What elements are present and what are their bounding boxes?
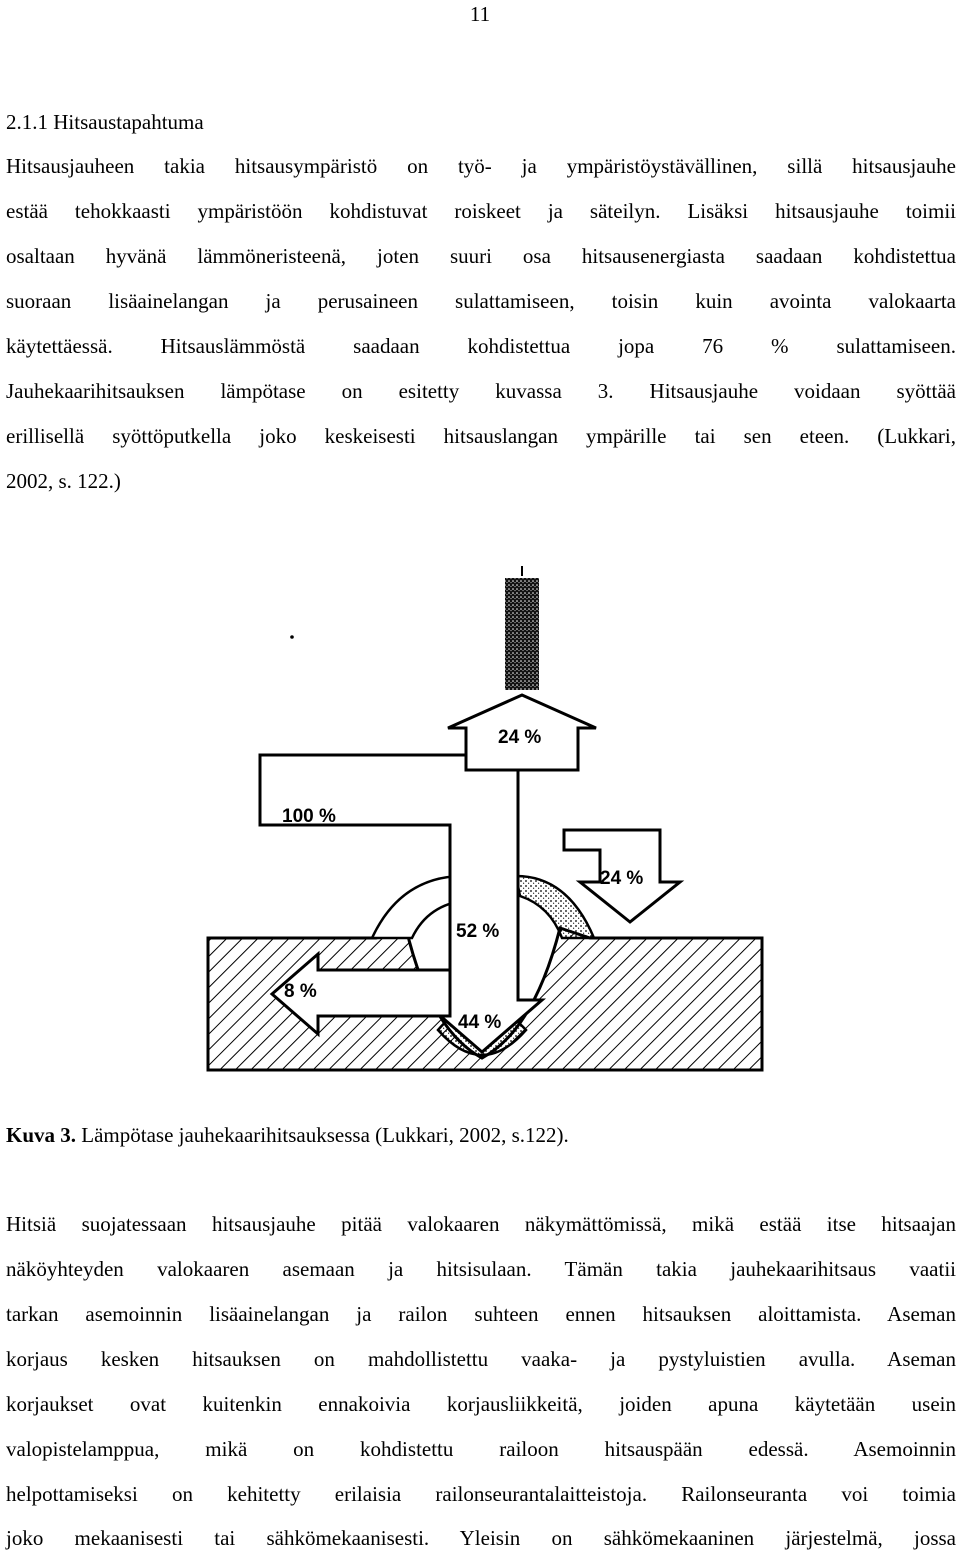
paragraph-line: valopistelamppua, mikä on kohdistettu ra… <box>6 1437 956 1461</box>
paragraph-line: Hitsiä suojatessaan hitsausjauhe pitää v… <box>6 1212 956 1236</box>
paragraph-line: helpottamiseksi on kehitetty erilaisia r… <box>6 1482 956 1506</box>
paragraph-line: joko mekaanisesti tai sähkömekaanisesti.… <box>6 1526 956 1550</box>
section-heading: 2.1.1 Hitsaustapahtuma <box>6 110 204 134</box>
label-8: 8 % <box>284 981 317 1002</box>
label-down-24: 24 % <box>600 868 643 889</box>
paragraph-line: Hitsausjauheen takia hitsausympäristö on… <box>6 154 956 178</box>
paragraph-line: käytettäessä. Hitsauslämmöstä saadaan ko… <box>6 334 956 358</box>
heat-balance-figure: 24 % 100 % 24 % 52 % 8 % 44 % <box>206 566 764 1072</box>
paragraph-line: 2002, s. 122.) <box>6 469 121 493</box>
paragraph-line: Jauhekaarihitsauksen lämpötase on esitet… <box>6 379 956 403</box>
label-44: 44 % <box>458 1012 501 1033</box>
paragraph-line: suoraan lisäainelangan ja perusaineen su… <box>6 289 956 313</box>
paragraph-line: tarkan asemoinnin lisäainelangan ja rail… <box>6 1302 956 1326</box>
paragraph-line: korjaus kesken hitsauksen on mahdolliste… <box>6 1347 956 1371</box>
label-52: 52 % <box>456 921 499 942</box>
caption-text: Lämpötase jauhekaarihitsauksessa (Lukkar… <box>76 1123 569 1147</box>
arrow-right-24 <box>562 828 685 924</box>
label-100: 100 % <box>282 806 336 827</box>
arrow-left-8 <box>269 950 452 1038</box>
paragraph-line: erillisellä syöttöputkella joko keskeise… <box>6 424 956 448</box>
paragraph-line: estää tehokkaasti ympäristöön kohdistuva… <box>6 199 956 223</box>
arrow-100-main <box>258 753 547 1054</box>
label-up-24: 24 % <box>498 727 541 748</box>
paragraph-line: korjaukset ovat kuitenkin ennakoivia kor… <box>6 1392 956 1416</box>
arrow-up-24 <box>447 693 597 772</box>
page-number: 11 <box>469 2 491 26</box>
electrode <box>505 578 539 690</box>
caption-label: Kuva 3. <box>6 1123 77 1147</box>
paragraph-line: näköyhteyden valokaaren asemaan ja hitsi… <box>6 1257 956 1281</box>
paragraph-line: osaltaan hyvänä lämmöneristeenä, joten s… <box>6 244 956 268</box>
slag-dome <box>514 874 596 940</box>
figure-caption: Kuva 3. Lämpötase jauhekaarihitsauksessa… <box>6 1121 569 1149</box>
